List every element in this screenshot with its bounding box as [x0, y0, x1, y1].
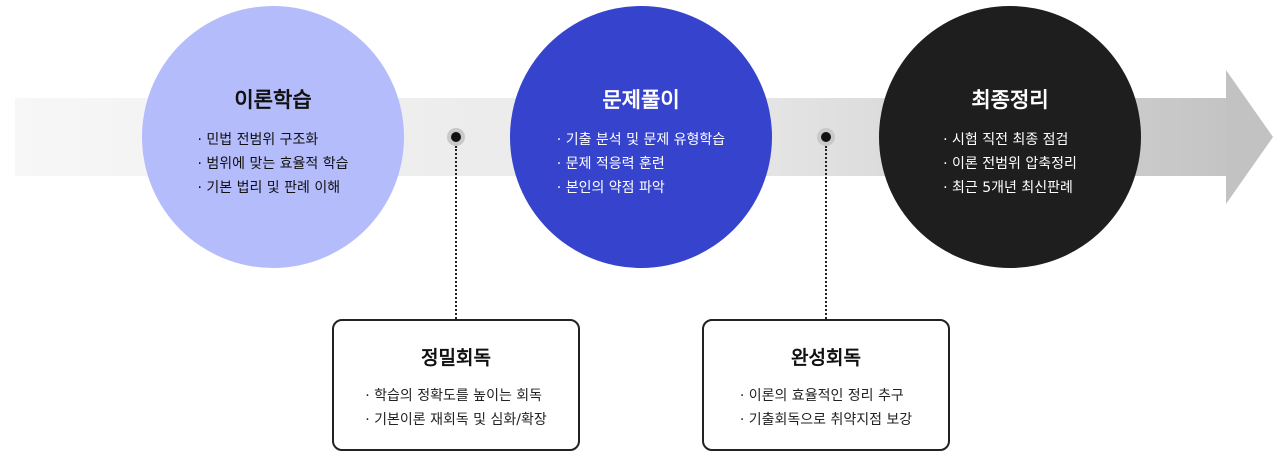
review-item: 기출회독으로 취약지점 보강: [740, 408, 912, 432]
timeline-arrow-head-icon: [1226, 70, 1273, 204]
stage-item: 이론 전범위 압축정리: [943, 152, 1077, 176]
review-title: 완성회독: [791, 347, 861, 369]
review-item: 학습의 정확도를 높이는 회독: [365, 384, 547, 408]
connector-line: [455, 146, 457, 319]
stage-title: 문제풀이: [602, 88, 680, 112]
stage-item: 민법 전범위 구조화: [197, 128, 348, 152]
stage-title: 이론학습: [234, 88, 312, 112]
connector-line: [825, 146, 827, 319]
stage-item: 시험 직전 최종 점검: [943, 128, 1077, 152]
stage-item: 기본 법리 및 판례 이해: [197, 176, 348, 200]
review-completion: 완성회독 이론의 효율적인 정리 추구기출회독으로 취약지점 보강: [702, 319, 950, 451]
stage-item: 본인의 약점 파악: [557, 176, 725, 200]
review-precision: 정밀회독 학습의 정확도를 높이는 회독기본이론 재회독 및 심화/확장: [332, 319, 580, 451]
stage-title: 최종정리: [971, 88, 1049, 112]
stage-theory: 이론학습 민법 전범위 구조화범위에 맞는 효율적 학습기본 법리 및 판례 이…: [142, 6, 404, 268]
review-item: 이론의 효율적인 정리 추구: [740, 384, 912, 408]
stage-item: 문제 적응력 훈련: [557, 152, 725, 176]
stage-item: 범위에 맞는 효율적 학습: [197, 152, 348, 176]
timeline-dot-icon: [817, 128, 835, 146]
stage-item: 기출 분석 및 문제 유형학습: [557, 128, 725, 152]
review-item: 기본이론 재회독 및 심화/확장: [365, 408, 547, 432]
stage-item: 최근 5개년 최신판례: [943, 176, 1077, 200]
timeline-dot-icon: [447, 128, 465, 146]
stage-final-review: 최종정리 시험 직전 최종 점검이론 전범위 압축정리최근 5개년 최신판례: [879, 6, 1141, 268]
review-title: 정밀회독: [421, 347, 491, 369]
stage-problem-solving: 문제풀이 기출 분석 및 문제 유형학습문제 적응력 훈련본인의 약점 파악: [510, 6, 772, 268]
